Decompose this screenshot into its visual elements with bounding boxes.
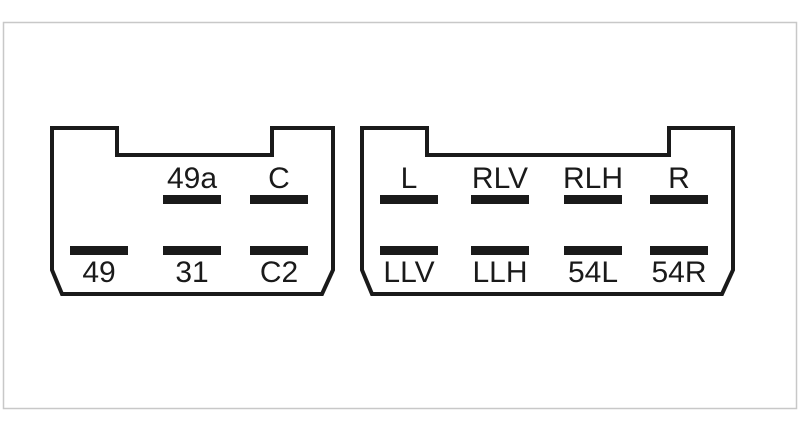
- pin-49a: [163, 195, 221, 204]
- pin-label-llv: LLV: [383, 256, 434, 289]
- pin-l: [380, 195, 438, 204]
- pin-54r: [650, 246, 708, 255]
- pin-r: [650, 195, 708, 204]
- pin-rlv: [471, 195, 529, 204]
- pin-c2: [250, 246, 308, 255]
- pin-label-rlv: RLV: [472, 162, 528, 195]
- pin-label-rlh: RLH: [563, 162, 623, 195]
- pin-label-54l: 54L: [568, 256, 618, 289]
- left-connector-housing: [50, 126, 335, 296]
- pin-label-54r: 54R: [651, 256, 706, 289]
- pin-rlh: [564, 195, 622, 204]
- right-connector-housing: [360, 126, 735, 296]
- pin-49: [70, 246, 128, 255]
- pin-label-49: 49: [82, 256, 115, 289]
- pin-label-c2: C2: [260, 256, 298, 289]
- pin-label-c: C: [268, 162, 290, 195]
- pin-label-r: R: [668, 162, 690, 195]
- pin-label-l: L: [401, 162, 418, 195]
- pin-label-llh: LLH: [472, 256, 527, 289]
- pin-label-49a: 49a: [167, 162, 217, 195]
- pin-label-31: 31: [175, 256, 208, 289]
- pin-c: [250, 195, 308, 204]
- pin-llh: [471, 246, 529, 255]
- diagram-frame: [2, 21, 798, 410]
- pin-llv: [380, 246, 438, 255]
- pin-54l: [564, 246, 622, 255]
- pin-31: [163, 246, 221, 255]
